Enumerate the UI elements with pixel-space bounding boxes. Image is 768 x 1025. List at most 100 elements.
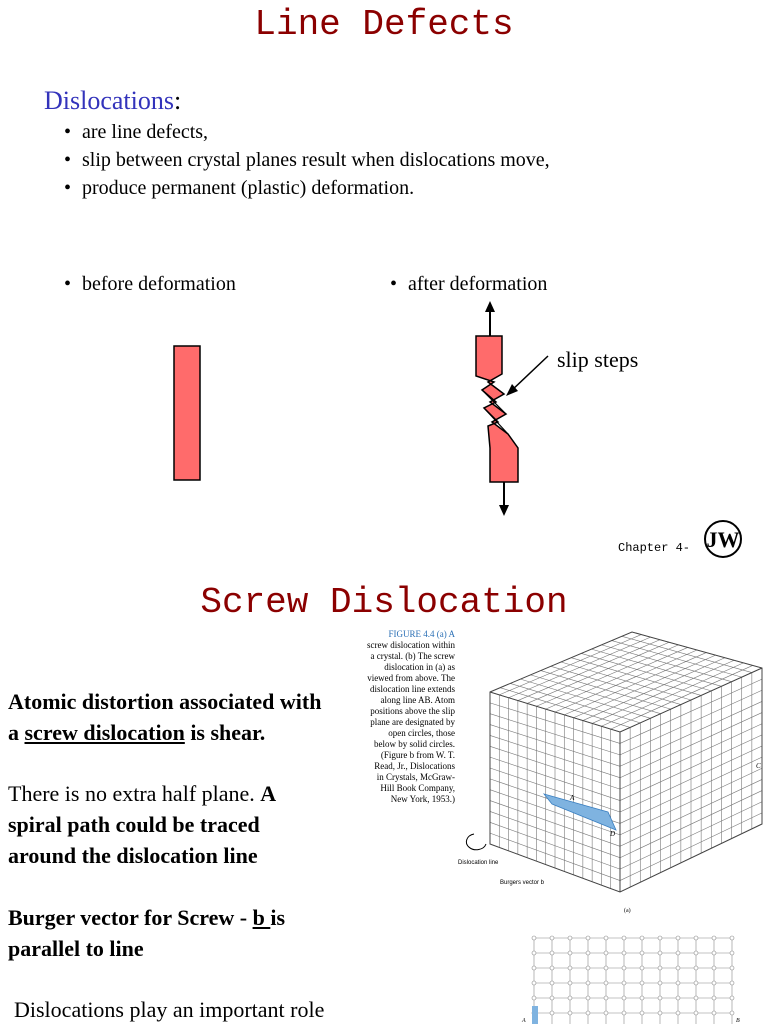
cube-edge [489, 667, 763, 892]
atom-circle [675, 965, 681, 971]
atom-circle [621, 935, 627, 941]
atom-circle [729, 950, 735, 956]
lattice-line [489, 822, 621, 870]
atom-circle [531, 965, 537, 971]
atom-circle [621, 950, 627, 956]
atom-circle [549, 1010, 555, 1016]
atom-circle [603, 965, 609, 971]
slip-plane-shading [542, 793, 617, 831]
slide2-title: Screw Dislocation [200, 582, 568, 623]
atom-circle [531, 980, 537, 986]
dislocation-circle-icon [465, 833, 487, 851]
fig-burgers-vector: Burgers vector b [500, 880, 545, 886]
slip-step-line [487, 381, 505, 395]
atom-circle [549, 935, 555, 941]
para2-line3: around the dislocation line [8, 843, 258, 868]
cube-outline [489, 631, 763, 893]
atom-circle [567, 1010, 573, 1016]
bullet-item: slip between crystal planes result when … [62, 146, 550, 174]
atom-circle [567, 995, 573, 1001]
atom-circle [567, 965, 573, 971]
atom-circle [621, 980, 627, 986]
lattice-line [619, 768, 763, 836]
lattice-line [489, 789, 621, 836]
lattice-line [489, 800, 621, 847]
lattice-line [601, 662, 744, 727]
atom-circle [639, 1010, 645, 1016]
deformed-bar [475, 335, 519, 483]
para2-line2: spiral path could be traced [8, 812, 260, 837]
lattice-line [582, 657, 725, 721]
fig-label-a2: A [521, 1018, 526, 1024]
lattice-line [610, 665, 753, 730]
atom-circle [585, 965, 591, 971]
pointer-arrow-icon [506, 384, 518, 396]
atom-circle [711, 950, 717, 956]
bullet-item: produce permanent (plastic) deformation. [62, 174, 550, 202]
atom-circle [567, 935, 573, 941]
slip-steps-label: slip steps [557, 347, 639, 372]
para1-line2: a screw dislocation is shear. [8, 720, 266, 745]
atom-circle [531, 995, 537, 1001]
atom-circle [693, 950, 699, 956]
lattice-line [619, 779, 763, 847]
after-deformation-diagram [475, 301, 549, 516]
atom-circle [531, 935, 537, 941]
atom-circle [549, 950, 555, 956]
logo-letters: JW [707, 527, 740, 552]
atom-circle [603, 995, 609, 1001]
lattice-line [611, 640, 742, 678]
atom-circle [711, 935, 717, 941]
atom-circle [639, 995, 645, 1001]
atom-circle [549, 980, 555, 986]
atom-circle [711, 965, 717, 971]
lattice-line [621, 635, 752, 673]
dislocations-colon: : [174, 86, 182, 115]
atom-circle [603, 1010, 609, 1016]
atom-circle [585, 950, 591, 956]
atom-circle [621, 995, 627, 1001]
atom-circle [729, 965, 735, 971]
fig-dislocation-line: Dislocation line [458, 860, 499, 866]
atom-circle [585, 995, 591, 1001]
atom-circle [603, 935, 609, 941]
lattice-line [601, 644, 732, 683]
lattice-line [619, 790, 763, 858]
arrow-head-up-icon [485, 301, 495, 312]
lattice-line [554, 649, 698, 713]
top-view-shading [532, 1006, 538, 1024]
screw-dislocation-top-view: A B [521, 935, 740, 1024]
atom-circle [693, 995, 699, 1001]
lattice-line [489, 811, 621, 858]
para3-line1: Burger vector for Screw - b is [8, 905, 286, 930]
atom-circle [693, 980, 699, 986]
para2-line1: There is no extra half plane. A [8, 781, 277, 806]
slip-step-line [483, 407, 509, 435]
after-deformation-bullet: after deformation [388, 270, 547, 298]
lattice-line [564, 652, 707, 716]
fig-label-a: A [569, 794, 575, 802]
lattice-line [619, 801, 763, 870]
atom-circle [657, 965, 663, 971]
atom-circle [639, 935, 645, 941]
lattice-line [581, 653, 712, 692]
figure-caption: FIGURE 4.4 (a) A screw dislocation withi… [367, 629, 455, 804]
para-half-plane: There is no extra half plane. A spiral p… [8, 778, 276, 871]
burger-b-term: b [252, 905, 271, 930]
slip-step-line [481, 389, 507, 415]
lattice-line [573, 654, 716, 718]
lattice-line [592, 660, 735, 724]
atom-circle [621, 965, 627, 971]
slide1-title: Line Defects [254, 4, 514, 45]
atom-circle [585, 980, 591, 986]
atom-circle [621, 1010, 627, 1016]
para-important-role: Dislocations play an important role [14, 997, 325, 1022]
atom-circle [585, 935, 591, 941]
fig-label-d: D [609, 830, 615, 838]
lattice-line [489, 767, 621, 813]
para1-line1: Atomic distortion associated with [8, 689, 322, 714]
lattice-line [571, 657, 702, 696]
atom-circle [603, 950, 609, 956]
dislocation-bullets: are line defects, slip between crystal p… [62, 118, 550, 202]
slip-steps-pointer [509, 355, 549, 393]
